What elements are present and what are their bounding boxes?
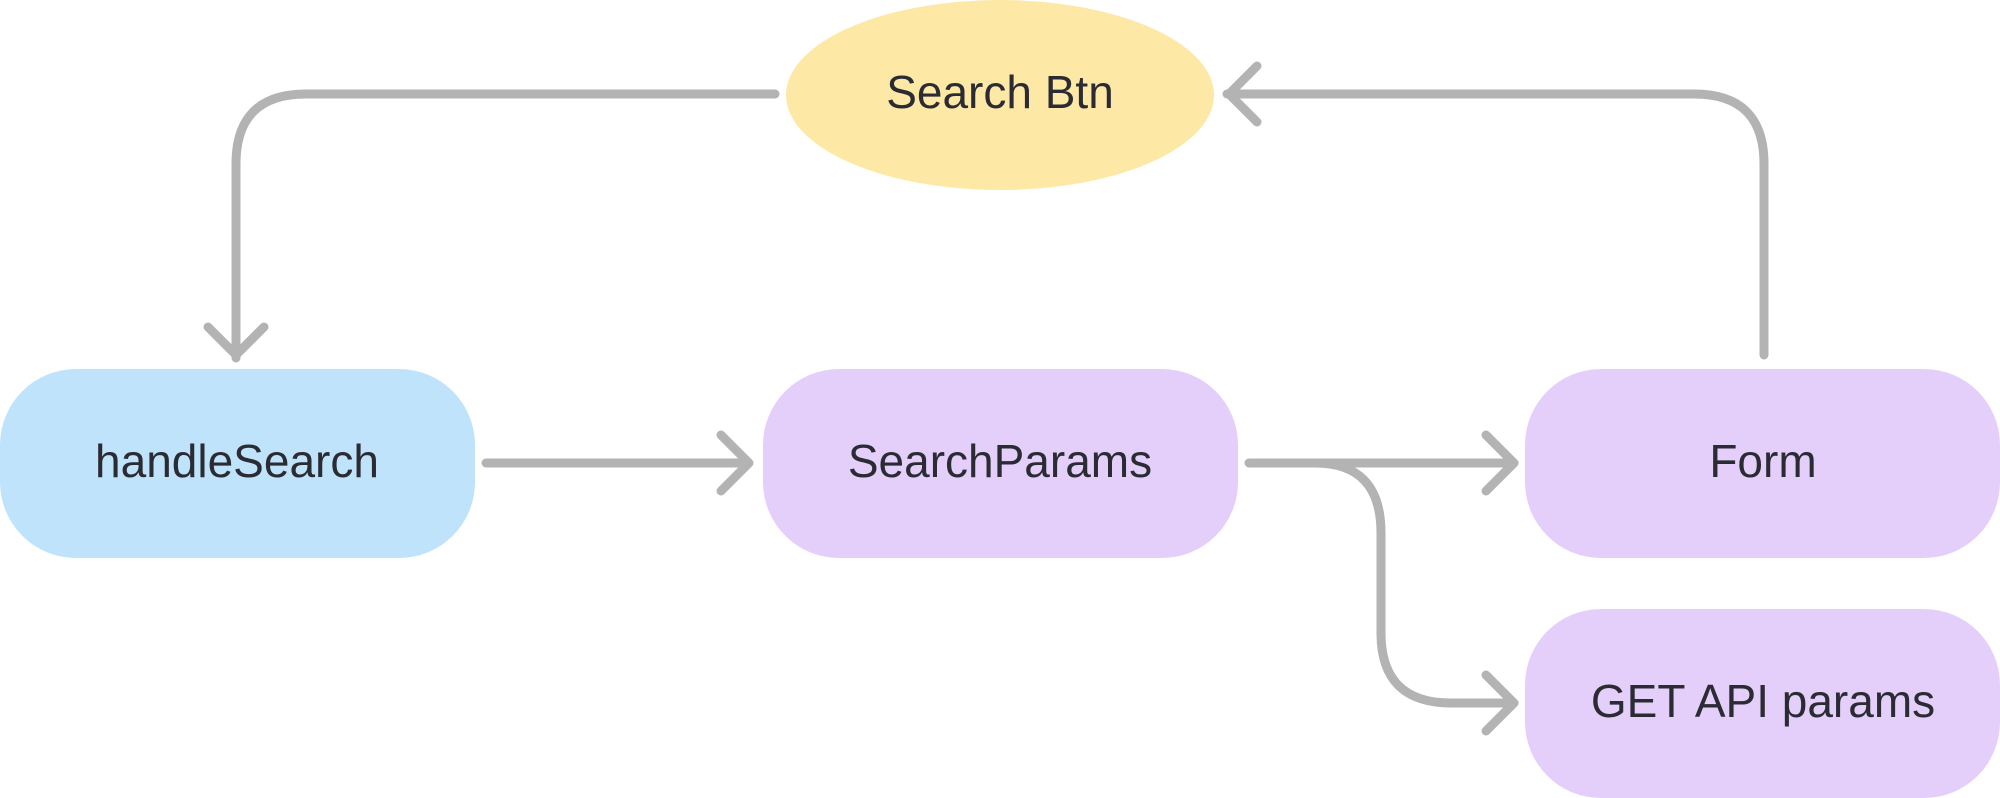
form-shape bbox=[1525, 369, 2000, 558]
node-form: Form bbox=[1525, 369, 2000, 558]
node-handle-search: handleSearch bbox=[0, 369, 475, 558]
connectors bbox=[203, 61, 1769, 736]
arrowhead-getapiparams bbox=[1481, 670, 1519, 736]
node-get-api-params: GET API params bbox=[1525, 609, 2000, 798]
edge-form-to-searchbtn bbox=[1222, 89, 1769, 360]
arrowhead-handlesearch bbox=[203, 322, 269, 360]
search-btn-shape bbox=[786, 0, 1214, 190]
handle-search-label: handleSearch bbox=[95, 435, 379, 487]
edge-searchparams-to-getapiparams bbox=[1310, 458, 1519, 708]
arrowhead-searchbtn bbox=[1224, 61, 1262, 127]
arrowhead-form bbox=[1481, 430, 1519, 496]
node-search-btn: Search Btn bbox=[786, 0, 1214, 190]
search-params-label: SearchParams bbox=[848, 435, 1152, 487]
get-api-params-label: GET API params bbox=[1591, 675, 1935, 727]
node-search-params: SearchParams bbox=[763, 369, 1238, 558]
search-btn-label: Search Btn bbox=[886, 66, 1114, 118]
handle-search-shape bbox=[0, 369, 475, 558]
edge-searchbtn-to-handlesearch bbox=[231, 89, 780, 363]
arrowhead-searchparams bbox=[716, 430, 754, 496]
form-label: Form bbox=[1709, 435, 1816, 487]
search-params-shape bbox=[763, 369, 1238, 558]
get-api-params-shape bbox=[1525, 609, 2000, 798]
